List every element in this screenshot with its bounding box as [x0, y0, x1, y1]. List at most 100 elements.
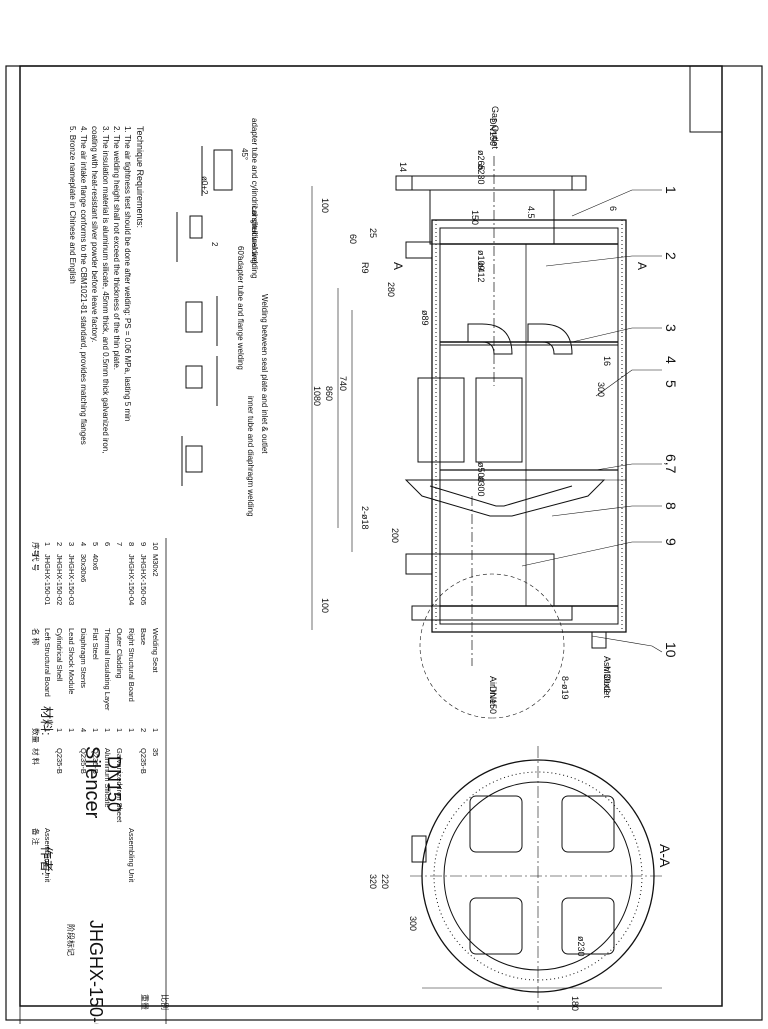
- air-inlet-size: DN150: [488, 686, 498, 714]
- product-size: DN150: [104, 756, 124, 812]
- dim-d230: ø230: [476, 164, 486, 185]
- callout-4: 4: [663, 356, 679, 364]
- dim-4-5: 4.5: [526, 206, 536, 219]
- drawing-text: Gas Outlet DN150 Ash Outlet M30x2 Air In…: [39, 106, 679, 1029]
- leader-3: [571, 327, 662, 343]
- weld-detail-4: [185, 365, 203, 389]
- section-inner-circle: [433, 771, 643, 981]
- elbow-lower: [527, 323, 573, 355]
- requirement-2: 2. The welding height shall not exceed t…: [112, 126, 121, 370]
- callout-8: 8: [663, 502, 679, 510]
- bom-cell-material: Aluminum Silicate: [103, 748, 112, 808]
- leader-6-7: [595, 463, 662, 471]
- callout-6-7: 6,7: [663, 454, 679, 474]
- elbow-section-4: [561, 897, 615, 955]
- weld-detail-5: [185, 445, 203, 473]
- elbow-section-1: [469, 795, 523, 853]
- bom-cell-seq: 3: [67, 542, 76, 546]
- gas-outlet-size: DN150: [488, 118, 498, 146]
- dim-16: 16: [602, 356, 612, 366]
- ash-outlet-size: M30x2: [602, 666, 612, 693]
- weld-mark-45: 45°: [240, 148, 249, 160]
- leader-1: [571, 189, 662, 217]
- weld-note-5: inner tube and diaphragm welding: [246, 396, 255, 517]
- callout-5: 5: [663, 380, 679, 388]
- dim-2-d18: 2-ø18: [360, 506, 370, 530]
- weld-note-3: adapter tube and flange welding: [236, 256, 245, 370]
- leader-8: [551, 505, 662, 517]
- bom-cell-material: Q235-B: [55, 748, 64, 774]
- leader-9: [521, 541, 662, 567]
- bom-cell-name: Thermal Insulating Layer: [103, 628, 112, 711]
- dim-d412: ø412: [476, 262, 486, 283]
- requirement-5: 5. Bronze nameplate in Chinese and Engli…: [68, 126, 77, 284]
- ash-outlet-label: Ash Outlet: [602, 656, 612, 699]
- weld-note-2: Longitudinal welding: [250, 206, 259, 279]
- dim-6: 6: [608, 206, 618, 211]
- requirements-title: Technique Requirements:: [135, 126, 145, 228]
- dim-d89: ø89: [420, 310, 430, 326]
- bom-cell-code: M30x2: [151, 554, 160, 577]
- dim-740: 740: [338, 376, 348, 391]
- product-name: Silencer: [81, 746, 103, 819]
- bom-header-material: 材 料: [31, 748, 41, 766]
- air-inlet-bolt-circle: [419, 573, 565, 719]
- dim-8-d19: 8-ø19: [560, 676, 570, 700]
- section-a-a-view: [410, 746, 662, 1010]
- bom-cell-material: 35: [151, 748, 160, 756]
- elbow-section-3: [469, 897, 523, 955]
- bom-cell-code: JHGHX-150-02: [55, 554, 64, 605]
- requirement-4: 4. The air intake flange conforms to the…: [79, 126, 88, 445]
- dim-d109: ø109: [476, 250, 486, 271]
- callout-9: 9: [663, 538, 679, 546]
- bom-cell-code: JHGHX-150-03: [67, 554, 76, 605]
- dim-25: 25: [368, 228, 378, 238]
- bom-cell-remark: Assembling Unit: [43, 828, 52, 883]
- leader-4-5: [595, 369, 662, 397]
- module-lower: [417, 377, 465, 463]
- requirement-1: 1. The air tightness test should be done…: [123, 126, 132, 421]
- ash-outlet-seat: [591, 631, 607, 649]
- weld-detail-3: [185, 301, 203, 333]
- gas-flange-plate: [395, 175, 587, 191]
- weld-note-4: Welding between seal plate and inlet & o…: [260, 294, 269, 454]
- bom-cell-seq: 1: [43, 542, 52, 546]
- requirement-3b: coating with heat-resistant silver powde…: [90, 126, 99, 342]
- bom-cell-seq: 8: [127, 542, 136, 546]
- weight-label: 重量: [140, 994, 150, 1010]
- bom-cell-material: Q235-B: [139, 748, 148, 774]
- dim-aa-320: 320: [368, 874, 378, 889]
- inner-border: [19, 65, 723, 1007]
- air-inlet-label: Air Inlet: [488, 676, 498, 707]
- bom-cell-qty: 1: [103, 728, 112, 732]
- leader-10: [591, 635, 663, 653]
- bom-cell-name: Welding Seat: [151, 628, 160, 673]
- bom-cell-seq: 10: [151, 542, 160, 550]
- bom-cell-code: JHGHX-150-04: [127, 554, 136, 605]
- gas-outlet-label: Gas Outlet: [490, 106, 500, 150]
- bom-header-name: 名 称: [31, 628, 41, 646]
- material-label: 材料:: [39, 706, 54, 736]
- section-title: A-A: [657, 844, 673, 868]
- author-label: 作者:: [39, 846, 54, 876]
- bom-cell-qty: 1: [151, 728, 160, 732]
- bom-cell-code: 40x6: [91, 554, 100, 570]
- bom-cell-code: JHGHX-150-05: [139, 554, 148, 605]
- dim-aa-300: 300: [408, 916, 418, 931]
- funnel-inner: [429, 485, 573, 507]
- stage-label: 阶段标记: [66, 924, 76, 956]
- bom-cell-seq: 9: [139, 542, 148, 546]
- bom-cell-qty: 1: [127, 728, 136, 732]
- bom-cell-name: Outer Cladding: [115, 628, 124, 678]
- dim-aa-220: 220: [380, 874, 390, 889]
- weld-mark-60: 60°: [236, 246, 245, 258]
- dim-d300: ø300: [476, 476, 486, 497]
- bom-cell-qty: 1: [43, 728, 52, 732]
- bom-cell-material: Q235-B: [91, 748, 100, 774]
- module-upper: [475, 377, 523, 463]
- bom-header-code: 代 号: [31, 554, 41, 571]
